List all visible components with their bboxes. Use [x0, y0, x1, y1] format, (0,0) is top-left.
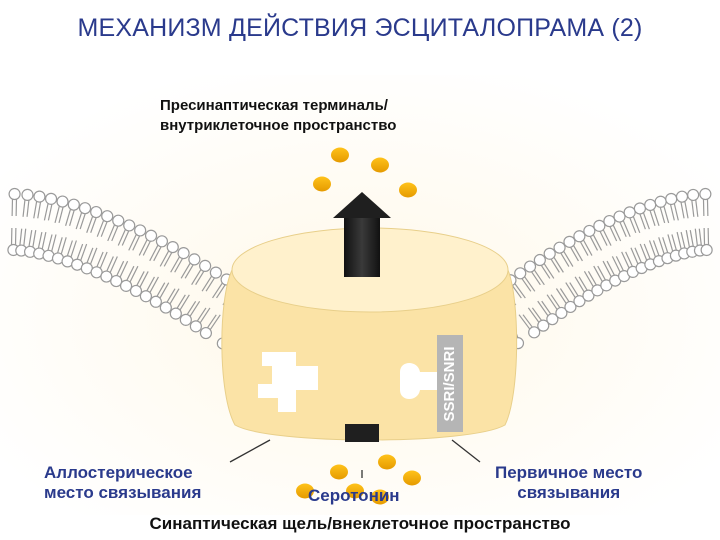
lipid-head [101, 210, 114, 223]
allosteric-site-label: Аллостерическое место связывания [44, 463, 201, 503]
serotonin-cluster-top [313, 147, 417, 198]
channel-exit [345, 424, 379, 442]
lipid-head [514, 267, 527, 280]
lipid-head [555, 306, 568, 320]
presynaptic-label-line2: внутриклеточное пространство [160, 117, 397, 134]
lipid-head [564, 300, 577, 314]
lipid-head [687, 188, 700, 202]
lipid-head [623, 206, 636, 219]
lipid-head [573, 230, 586, 243]
lipid-head [169, 307, 182, 320]
lipid-head [189, 320, 202, 333]
lipid-head [199, 326, 213, 340]
lipid-head [563, 235, 576, 248]
lipid-head [44, 192, 58, 205]
lipid-head [129, 284, 143, 298]
primary-site-pocket [400, 363, 440, 399]
serotonin-cluster-bottom [296, 454, 421, 505]
primary-pointer [451, 439, 481, 463]
lipid-head [583, 224, 596, 238]
ssri-plate [437, 335, 463, 432]
serotonin-molecule-icon [346, 483, 364, 499]
presynaptic-label: Пресинаптическая терминаль/ внутриклеточ… [160, 96, 396, 136]
slide-title: МЕХАНИЗМ ДЕЙСТВИЯ ЭСЦИТАЛОПРАМА (2) [77, 14, 643, 42]
lipid-head [613, 210, 626, 223]
lipid-head [537, 319, 550, 332]
lipid-head [33, 190, 46, 203]
ssri-label: SSRI/SNRI [441, 346, 458, 421]
lipid-head [110, 274, 123, 288]
serotonin-molecule-icon [378, 454, 396, 470]
lipid-head [67, 198, 80, 211]
lipid-head [119, 279, 133, 292]
allosteric-site-pocket [258, 352, 318, 412]
lipid-head [100, 270, 113, 283]
lipid-head [582, 289, 595, 302]
lipid-head [166, 240, 179, 254]
presynaptic-label-line1: Пресинаптическая терминаль/ [160, 97, 388, 114]
lipid-head [123, 219, 136, 232]
allosteric-label-line1: Аллостерическое [44, 463, 193, 482]
lipid-head [21, 188, 34, 202]
serotonin-molecule-icon [371, 489, 389, 505]
serotonin-molecule-icon [399, 182, 417, 198]
lipid-head [209, 266, 222, 279]
lipid-head [56, 195, 69, 208]
lipid-head [699, 187, 712, 201]
allosteric-label-line2: место связывания [44, 483, 202, 502]
primary-label-line2: связывания [517, 483, 621, 502]
primary-label-line1: Первичное место [495, 463, 643, 482]
serotonin-molecule-icon [403, 470, 421, 486]
lipid-head [155, 235, 169, 248]
lipid-head [8, 187, 21, 201]
lipid-head [675, 190, 689, 203]
lipid-head [593, 219, 606, 232]
lipid-head [134, 224, 147, 237]
lipid-head [633, 202, 646, 215]
lipid-head [533, 253, 546, 267]
lipid-head [188, 253, 201, 266]
lipid-head [199, 259, 212, 272]
serotonin-molecule-icon [330, 464, 348, 480]
lipid-head [665, 192, 678, 206]
lipid-head [144, 229, 158, 242]
lipid-head [159, 301, 172, 314]
lipid-head [546, 313, 559, 326]
lipid-head [90, 205, 103, 219]
lipid-head [654, 195, 667, 208]
lipid-head [78, 202, 92, 215]
lipid-head [139, 290, 153, 303]
pointer-lines [229, 439, 481, 478]
lipid-head [177, 247, 190, 260]
lipid-head [573, 295, 586, 308]
lipid-head [528, 326, 541, 339]
lipid-head [149, 295, 162, 308]
lipid-head [553, 241, 566, 254]
membrane-right-icon [491, 187, 713, 350]
lipid-head [112, 214, 125, 227]
synaptic-cleft-label: Синаптическая щель/внеклеточное простран… [149, 514, 571, 533]
serotonin-molecule-icon [296, 483, 314, 499]
lipid-head [603, 214, 616, 228]
lipid-head [644, 198, 657, 212]
serotonin-molecule-icon [313, 176, 331, 192]
serotonin-label: Серотонин [308, 486, 400, 505]
transporter-icon: SSRI/SNRI [221, 227, 518, 442]
transport-arrow-icon [333, 192, 391, 277]
serotonin-molecule-icon [371, 157, 389, 173]
lipid-head [523, 260, 537, 273]
primary-site-label: Первичное место связывания [495, 463, 642, 503]
allosteric-pointer [229, 439, 271, 463]
lipid-head [543, 247, 556, 260]
serotonin-molecule-icon [331, 147, 349, 163]
lipid-head [179, 313, 192, 326]
lipid-head [700, 243, 713, 257]
